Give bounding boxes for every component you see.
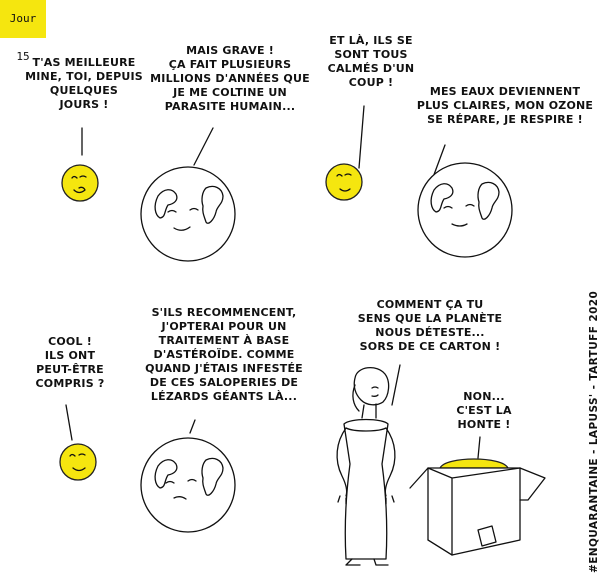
earth-speech-tail bbox=[189, 419, 196, 434]
sun-speech-tail bbox=[65, 404, 73, 441]
sun-character bbox=[59, 443, 97, 481]
panel-1 bbox=[61, 127, 236, 262]
earth-character bbox=[140, 437, 236, 533]
speech-box-panel4: NON... C'EST LA HONTE ! bbox=[456, 390, 512, 431]
speech-sun-panel3: COOL ! ILS ONT PEUT-ÊTRE COMPRIS ? bbox=[35, 335, 105, 390]
earth-character bbox=[140, 166, 236, 262]
woman-speech-tail bbox=[391, 364, 401, 406]
speech-sun-panel2: ET LÀ, ILS SE SONT TOUS CALMÉS D'UN COUP… bbox=[327, 34, 415, 89]
sun-speech-tail bbox=[358, 105, 365, 169]
speech-earth-panel3: S'ILS RECOMMENCENT, J'OPTERAI POUR UN TR… bbox=[145, 306, 303, 403]
box-speech-tail bbox=[477, 436, 481, 459]
sun-in-box bbox=[439, 458, 509, 469]
earth-character bbox=[417, 162, 513, 258]
speech-sun-panel1: T'AS MEILLEURE MINE, TOI, DEPUIS QUELQUE… bbox=[25, 56, 143, 111]
cardboard-box bbox=[409, 458, 546, 556]
sun-character bbox=[325, 163, 363, 201]
credit-line: #ENQUARANTAINE - LAPUSS' - TARTUFF 2020 bbox=[588, 290, 600, 573]
earth-speech-tail bbox=[193, 127, 214, 166]
speech-woman-panel4: COMMENT ÇA TU SENS QUE LA PLANÈTE NOUS D… bbox=[357, 298, 503, 353]
speech-earth-panel2: MES EAUX DEVIENNENT PLUS CLAIRES, MON OZ… bbox=[416, 85, 594, 126]
woman-character bbox=[336, 367, 396, 566]
panel-4 bbox=[336, 364, 546, 566]
speech-earth-panel1: MAIS GRAVE ! ÇA FAIT PLUSIEURS MILLIONS … bbox=[150, 44, 310, 113]
sun-character bbox=[61, 164, 99, 202]
day-tag: Jour 15 bbox=[0, 0, 46, 63]
panel-3 bbox=[59, 404, 236, 533]
panel-2 bbox=[325, 105, 513, 258]
